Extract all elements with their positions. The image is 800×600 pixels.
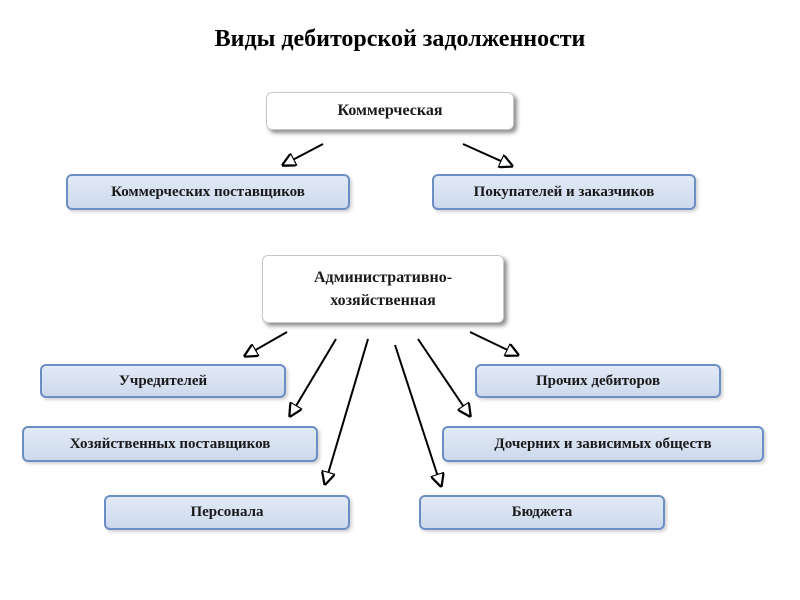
node-personnel: Персонала (104, 495, 350, 530)
arrow-to-commercial-suppliers (283, 143, 324, 165)
node-commercial: Коммерческая (266, 92, 514, 130)
arrow-to-economic-suppliers (290, 338, 337, 416)
arrow-to-founders (245, 331, 288, 356)
arrow-to-personnel (325, 338, 369, 484)
node-other-debtors-label: Прочих дебиторов (535, 372, 661, 389)
node-economic-suppliers: Хозяйственных поставщиков (22, 426, 318, 462)
node-administrative-label: Административно- хозяйственная (313, 269, 453, 309)
node-subsidiaries-label: Дочерних и зависимых обществ (494, 435, 712, 452)
node-founders: Учредителей (40, 364, 286, 398)
node-founders-label: Учредителей (118, 372, 208, 389)
node-economic-suppliers-label: Хозяйственных поставщиков (69, 435, 271, 452)
node-budget-label: Бюджета (511, 504, 573, 520)
arrow-to-other-debtors (469, 331, 518, 355)
arrow-to-budget (394, 344, 441, 486)
node-other-debtors: Прочих дебиторов (475, 364, 721, 398)
node-commercial-suppliers: Коммерческих поставщиков (66, 174, 350, 210)
diagram-title: Виды дебиторской задолженности (214, 26, 586, 52)
node-budget: Бюджета (419, 495, 665, 530)
node-personnel-label: Персонала (190, 504, 264, 520)
node-administrative: Административно- хозяйственная (262, 255, 504, 323)
node-subsidiaries: Дочерних и зависимых обществ (442, 426, 764, 462)
arrow-to-buyers-customers (462, 143, 512, 166)
node-commercial-suppliers-label: Коммерческих поставщиков (111, 183, 305, 200)
node-buyers-customers-label: Покупателей и заказчиков (473, 183, 655, 200)
arrow-to-subsidiaries (417, 338, 470, 416)
node-buyers-customers: Покупателей и заказчиков (432, 174, 696, 210)
node-commercial-label: Коммерческая (337, 102, 443, 119)
